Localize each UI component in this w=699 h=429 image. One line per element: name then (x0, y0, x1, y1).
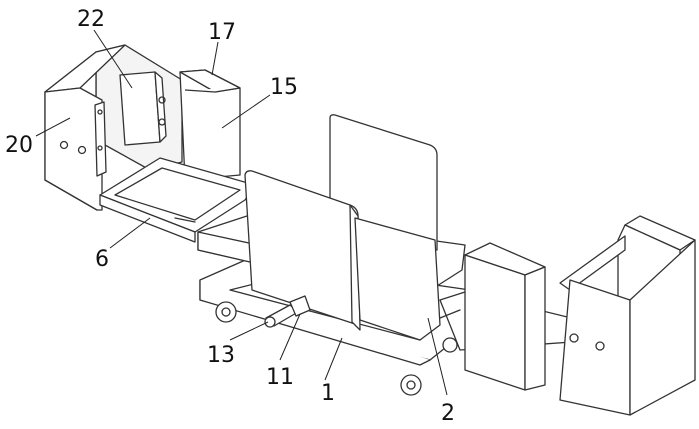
left-pad (120, 72, 166, 145)
label-2: 2 (441, 401, 455, 426)
label-1: 1 (321, 381, 335, 406)
label-20: 20 (5, 133, 33, 158)
wheel-front-left (216, 302, 236, 322)
right-end-frame (560, 216, 695, 415)
upright-post (180, 70, 240, 180)
label-22: 22 (77, 7, 105, 32)
wheel-rear-right (443, 338, 457, 352)
label-17: 17 (208, 20, 236, 45)
label-6: 6 (95, 247, 109, 272)
label-13: 13 (207, 343, 235, 368)
wheel-front-right (401, 375, 421, 395)
label-11: 11 (266, 365, 294, 390)
label-15: 15 (270, 75, 298, 100)
right-upright-block (465, 243, 545, 390)
